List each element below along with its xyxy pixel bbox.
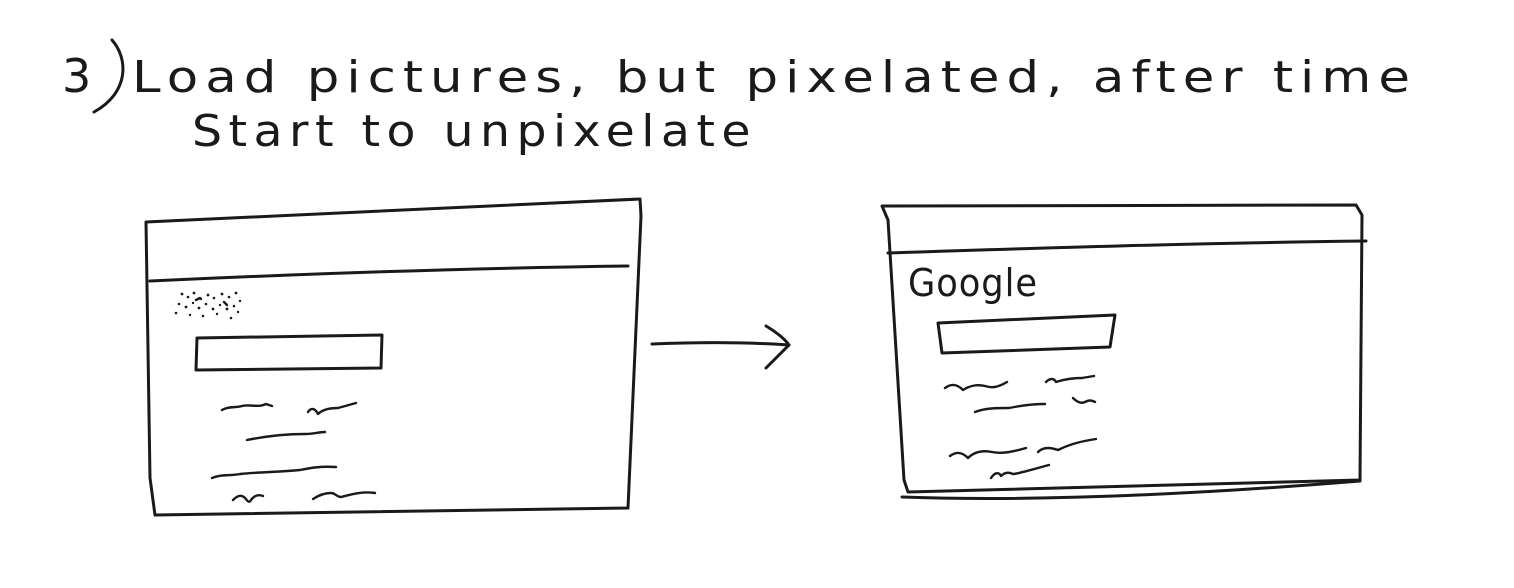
heading-line-2: Start to unpixelate xyxy=(192,106,757,157)
step-paren xyxy=(92,38,125,114)
logo-text: Google xyxy=(908,261,1038,305)
frame-after-search-box xyxy=(936,313,1117,355)
frame-before-result-1 xyxy=(220,401,358,442)
pixelated-logo xyxy=(174,291,242,320)
frame-after-result-1 xyxy=(943,374,1097,414)
frame-after-header-divider xyxy=(886,239,1368,255)
frame-before-border xyxy=(144,197,643,517)
heading: 3 Load pictures, but pixelated, after ti… xyxy=(62,38,1417,157)
frame-before-header-divider xyxy=(148,264,630,283)
transition-arrow xyxy=(650,324,791,370)
frame-after-bottom-edge xyxy=(900,479,1362,500)
frame-after-border xyxy=(880,203,1364,494)
heading-line-1: Load pictures, but pixelated, after time xyxy=(132,52,1417,103)
step-number: 3 xyxy=(62,49,91,103)
frame-before-search-box xyxy=(194,333,384,372)
frame-after: Google xyxy=(880,203,1368,500)
frame-after-result-2 xyxy=(948,437,1098,480)
frame-before-result-2 xyxy=(210,465,377,503)
frame-before xyxy=(144,197,643,517)
